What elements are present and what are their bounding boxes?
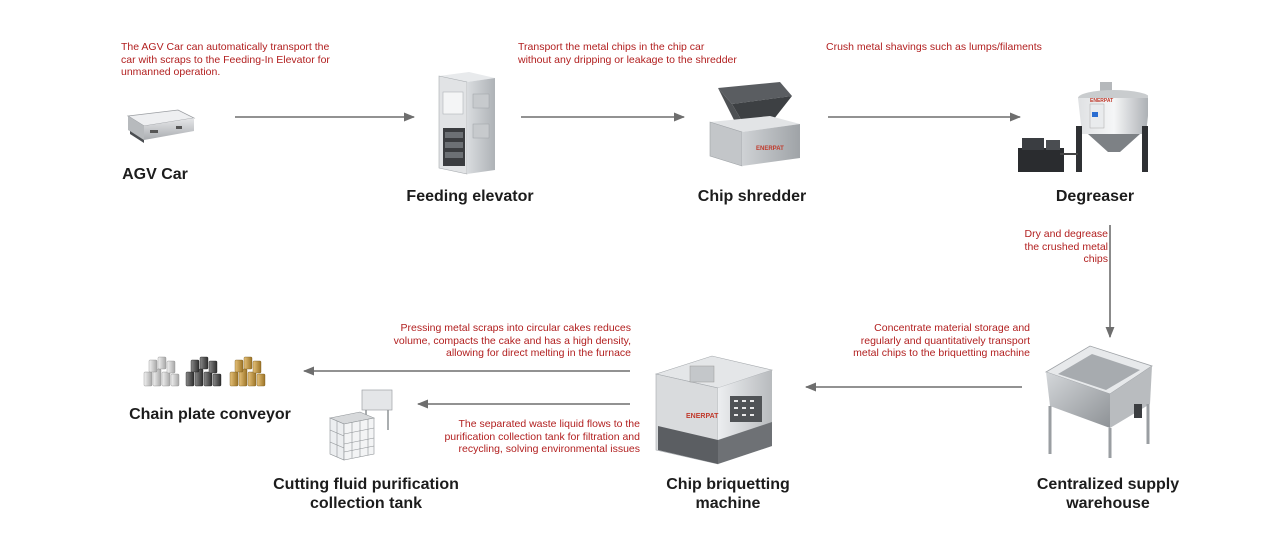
feeding-elevator-icon	[438, 72, 495, 175]
brand-logo: ENERPAT	[686, 413, 719, 420]
annotation-briquetting: Pressing metal scraps into circular cake…	[393, 322, 631, 359]
metal-cakes-icon	[143, 356, 266, 387]
node-label-shredder: Chip shredder	[697, 188, 807, 205]
node-label-agv: AGV Car	[122, 166, 188, 183]
annotation-shredder: Crush metal shavings such as lumps/filam…	[826, 41, 1042, 53]
annotation-tank: The separated waste liquid flows to the …	[444, 418, 640, 455]
annotation-degreaser: Dry and degrease the crushed metal chips	[1024, 228, 1108, 265]
agv-car-icon	[126, 109, 196, 143]
briquetting-machine-icon: ENERPAT	[654, 355, 774, 465]
annotation-elevator: Transport the metal chips in the chip ca…	[518, 41, 737, 66]
brand-logo: ENERPAT	[756, 146, 784, 152]
supply-warehouse-icon	[1045, 345, 1153, 458]
brand-logo: ENERPAT	[1090, 98, 1113, 104]
node-label-briquetting: Chip briquetting machine	[666, 476, 790, 512]
chip-shredder-icon: ENERPAT	[709, 82, 800, 167]
node-label-elevator: Feeding elevator	[406, 188, 534, 205]
annotation-warehouse: Concentrate material storage and regular…	[853, 322, 1030, 359]
degreaser-icon: ENERPAT	[1018, 82, 1148, 172]
node-label-tank: Cutting fluid purification collection ta…	[273, 476, 459, 512]
purification-tank-icon	[328, 389, 393, 461]
node-label-degreaser: Degreaser	[1055, 188, 1135, 205]
node-label-conveyor: Chain plate conveyor	[129, 406, 291, 423]
annotation-agv: The AGV Car can automatically transport …	[121, 41, 330, 78]
node-label-warehouse: Centralized supply warehouse	[1036, 476, 1180, 512]
